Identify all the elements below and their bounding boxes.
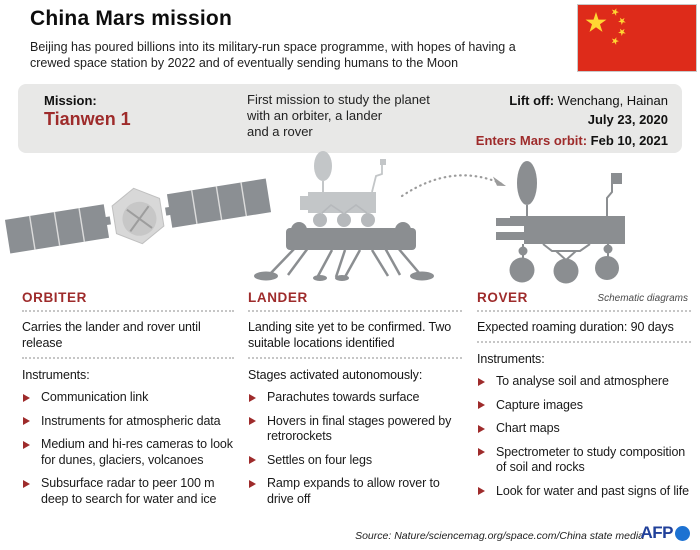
triangle-bullet-icon (249, 417, 256, 425)
liftoff-place: Wenchang, Hainan (557, 93, 668, 108)
subtitle-line: Beijing has poured billions into its mil… (30, 40, 516, 54)
triangle-bullet-icon (478, 448, 485, 456)
rover-column: ROVER Expected roaming duration: 90 days… (477, 288, 691, 507)
list-item-text: Settles on four legs (267, 452, 373, 467)
orbit-label: Enters Mars orbit: (475, 133, 588, 148)
triangle-bullet-icon (23, 393, 30, 402)
list-item: Medium and hi-res cameras to look for du… (22, 437, 234, 468)
list-item-text: Subsurface radar to peer 100 m deep to s… (41, 476, 217, 506)
triangle-bullet-icon (23, 479, 30, 488)
triangle-bullet-icon (249, 456, 256, 464)
list-item-text: Medium and hi-res cameras to look for du… (41, 437, 233, 467)
triangle-bullet-icon (478, 424, 485, 433)
orbit-line: Enters Mars orbit: Feb 10, 2021 (476, 133, 668, 149)
orbit-date: Feb 10, 2021 (590, 133, 668, 148)
triangle-bullet-icon (478, 401, 485, 409)
list-item: To analyse soil and atmosphere (477, 374, 691, 390)
orbiter-column: ORBITER Carries the lander and rover unt… (22, 288, 234, 515)
triangle-bullet-icon (478, 487, 485, 495)
triangle-bullet-icon (23, 417, 30, 425)
list-item: Capture images (477, 398, 691, 414)
list-item-text: Capture images (496, 397, 583, 412)
mission-description-line: First mission to study the planet (247, 92, 430, 107)
orbiter-description: Carries the lander and rover until relea… (22, 320, 201, 350)
liftoff-label: Lift off: (509, 93, 555, 108)
list-item-text: Spectrometer to study composition of soi… (496, 444, 686, 475)
list-item-text: Instruments for atmospheric data (41, 413, 221, 428)
list-item: Ramp expands to allow rover to drive off (248, 476, 462, 507)
subtitle-line: crewed space station by 2022 and of even… (30, 56, 459, 70)
dotted-divider (248, 309, 462, 312)
list-item-text: Chart maps (496, 421, 560, 435)
orbiter-list-title: Instruments: (22, 368, 90, 382)
schematics-band (4, 151, 625, 284)
triangle-bullet-icon (249, 393, 256, 402)
orbiter-instrument-list: Communication link Instruments for atmos… (22, 390, 234, 507)
liftoff-line: Lift off: Wenchang, Hainan (476, 93, 668, 109)
mission-label: Mission: (44, 93, 97, 108)
lander-description: Landing site yet to be confirmed. Two su… (248, 320, 452, 350)
list-item: Look for water and past signs of life (477, 484, 691, 500)
mission-description-line: and a rover (247, 124, 313, 139)
dotted-divider (22, 356, 234, 359)
mission-description: First mission to study the planet with a… (247, 92, 430, 140)
mission-name: Tianwen 1 (44, 109, 131, 129)
list-item: Settles on four legs (248, 453, 462, 469)
dotted-divider (477, 309, 691, 312)
list-item: Chart maps (477, 421, 691, 437)
afp-logo-text: AFP (640, 523, 674, 542)
triangle-bullet-icon (249, 479, 256, 488)
list-item: Spectrometer to study composition of soi… (477, 445, 691, 476)
afp-globe-icon (675, 525, 690, 541)
china-flag-icon (577, 4, 697, 72)
liftoff-date: July 23, 2020 (587, 112, 668, 127)
list-item: Communication link (22, 390, 234, 406)
lander-schematic-illustration (254, 151, 434, 281)
mission-dates: Lift off: Wenchang, Hainan July 23, 2020… (476, 93, 668, 149)
rover-header: ROVER (477, 290, 529, 305)
lander-header: LANDER (248, 290, 308, 305)
triangle-bullet-icon (23, 440, 30, 449)
deploy-arrow-icon (400, 174, 506, 198)
source-credit: Source: Nature/sciencemag.org/space.com/… (355, 530, 644, 542)
list-item: Subsurface radar to peer 100 m deep to s… (22, 476, 234, 507)
rover-list-title: Instruments: (477, 352, 545, 366)
list-item-text: Parachutes towards surface (267, 390, 420, 404)
schematic-note: Schematic diagrams (597, 293, 688, 304)
dotted-divider (477, 340, 691, 343)
triangle-bullet-icon (478, 377, 485, 386)
list-item-text: To analyse soil and atmosphere (496, 374, 669, 388)
lander-list-title: Stages activated autonomously: (248, 368, 423, 382)
rover-description: Expected roaming duration: 90 days (477, 320, 674, 334)
lander-column: LANDER Landing site yet to be confirmed.… (248, 288, 462, 515)
list-item: Hovers in final stages powered by retror… (248, 414, 462, 445)
lander-stage-list: Parachutes towards surface Hovers in fin… (248, 390, 462, 507)
rover-instrument-list: To analyse soil and atmosphere Capture i… (477, 374, 691, 499)
list-item: Parachutes towards surface (248, 390, 462, 406)
afp-logo: AFP (640, 523, 690, 543)
list-item-text: Ramp expands to allow rover to drive off (267, 476, 440, 506)
page-subtitle: Beijing has poured billions into its mil… (30, 39, 516, 71)
mission-summary-bar: Mission: Tianwen 1 First mission to stud… (18, 84, 682, 153)
list-item-text: Hovers in final stages powered by retror… (267, 413, 452, 444)
rover-schematic-illustration (496, 161, 625, 284)
orbiter-header: ORBITER (22, 290, 87, 305)
dotted-divider (22, 309, 234, 312)
list-item-text: Look for water and past signs of life (496, 483, 689, 498)
orbiter-schematic-illustration (4, 178, 272, 254)
list-item: Instruments for atmospheric data (22, 414, 234, 430)
list-item-text: Communication link (41, 390, 149, 404)
dotted-divider (248, 356, 462, 359)
page-title: China Mars mission (30, 7, 232, 30)
mission-description-line: with an orbiter, a lander (247, 108, 383, 123)
